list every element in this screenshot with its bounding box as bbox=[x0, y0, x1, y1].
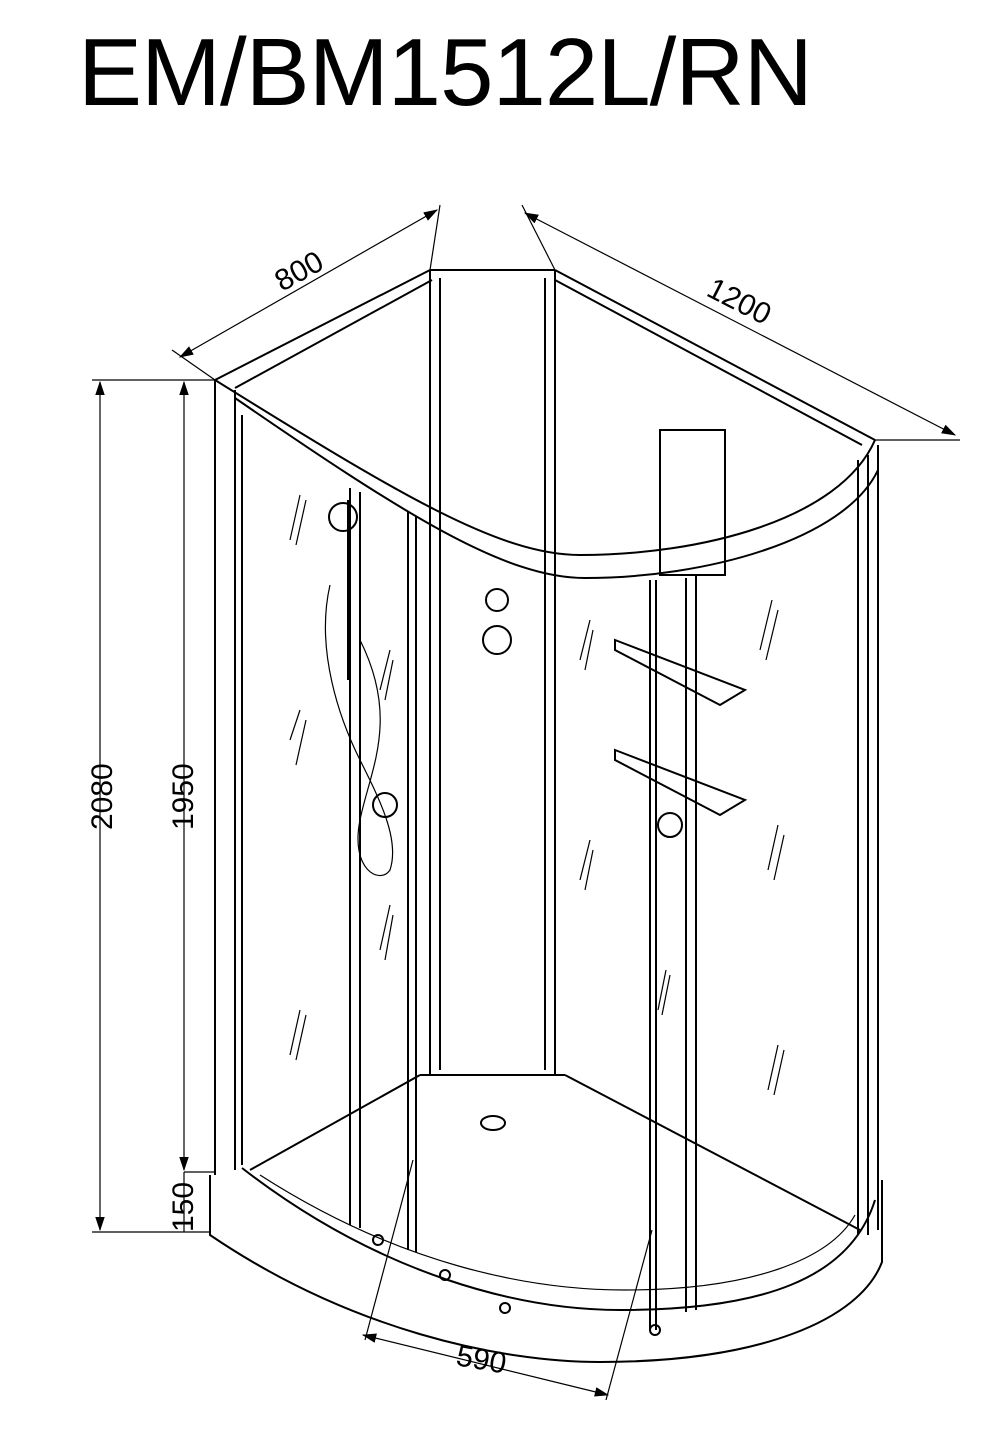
cabin-height-label: 1950 bbox=[167, 763, 200, 830]
jet-icon bbox=[485, 588, 509, 612]
dimension-tray-height: 150 bbox=[167, 1172, 200, 1232]
drain-icon bbox=[480, 1115, 506, 1131]
depth-label: 800 bbox=[269, 245, 329, 298]
dimension-door-opening: 590 bbox=[361, 1159, 653, 1401]
jet-icon bbox=[657, 812, 683, 838]
dimension-cabin-height: 1950 bbox=[167, 380, 215, 1173]
total-height-label: 2080 bbox=[86, 763, 119, 830]
shelf-icon bbox=[614, 638, 748, 707]
cabin-frame bbox=[209, 269, 883, 1364]
jet-icon bbox=[482, 625, 512, 655]
model-title: EM/BM1512L/RN bbox=[78, 19, 813, 126]
jet-icon bbox=[372, 792, 398, 818]
dimension-total-height: 2080 bbox=[86, 379, 215, 1233]
shelf-icon bbox=[614, 748, 748, 817]
shower-head-icon bbox=[328, 502, 358, 532]
tray-height-label: 150 bbox=[167, 1182, 200, 1232]
dimension-width: 1200 bbox=[521, 204, 960, 441]
width-label: 1200 bbox=[702, 272, 776, 332]
dimension-depth: 800 bbox=[171, 204, 441, 381]
